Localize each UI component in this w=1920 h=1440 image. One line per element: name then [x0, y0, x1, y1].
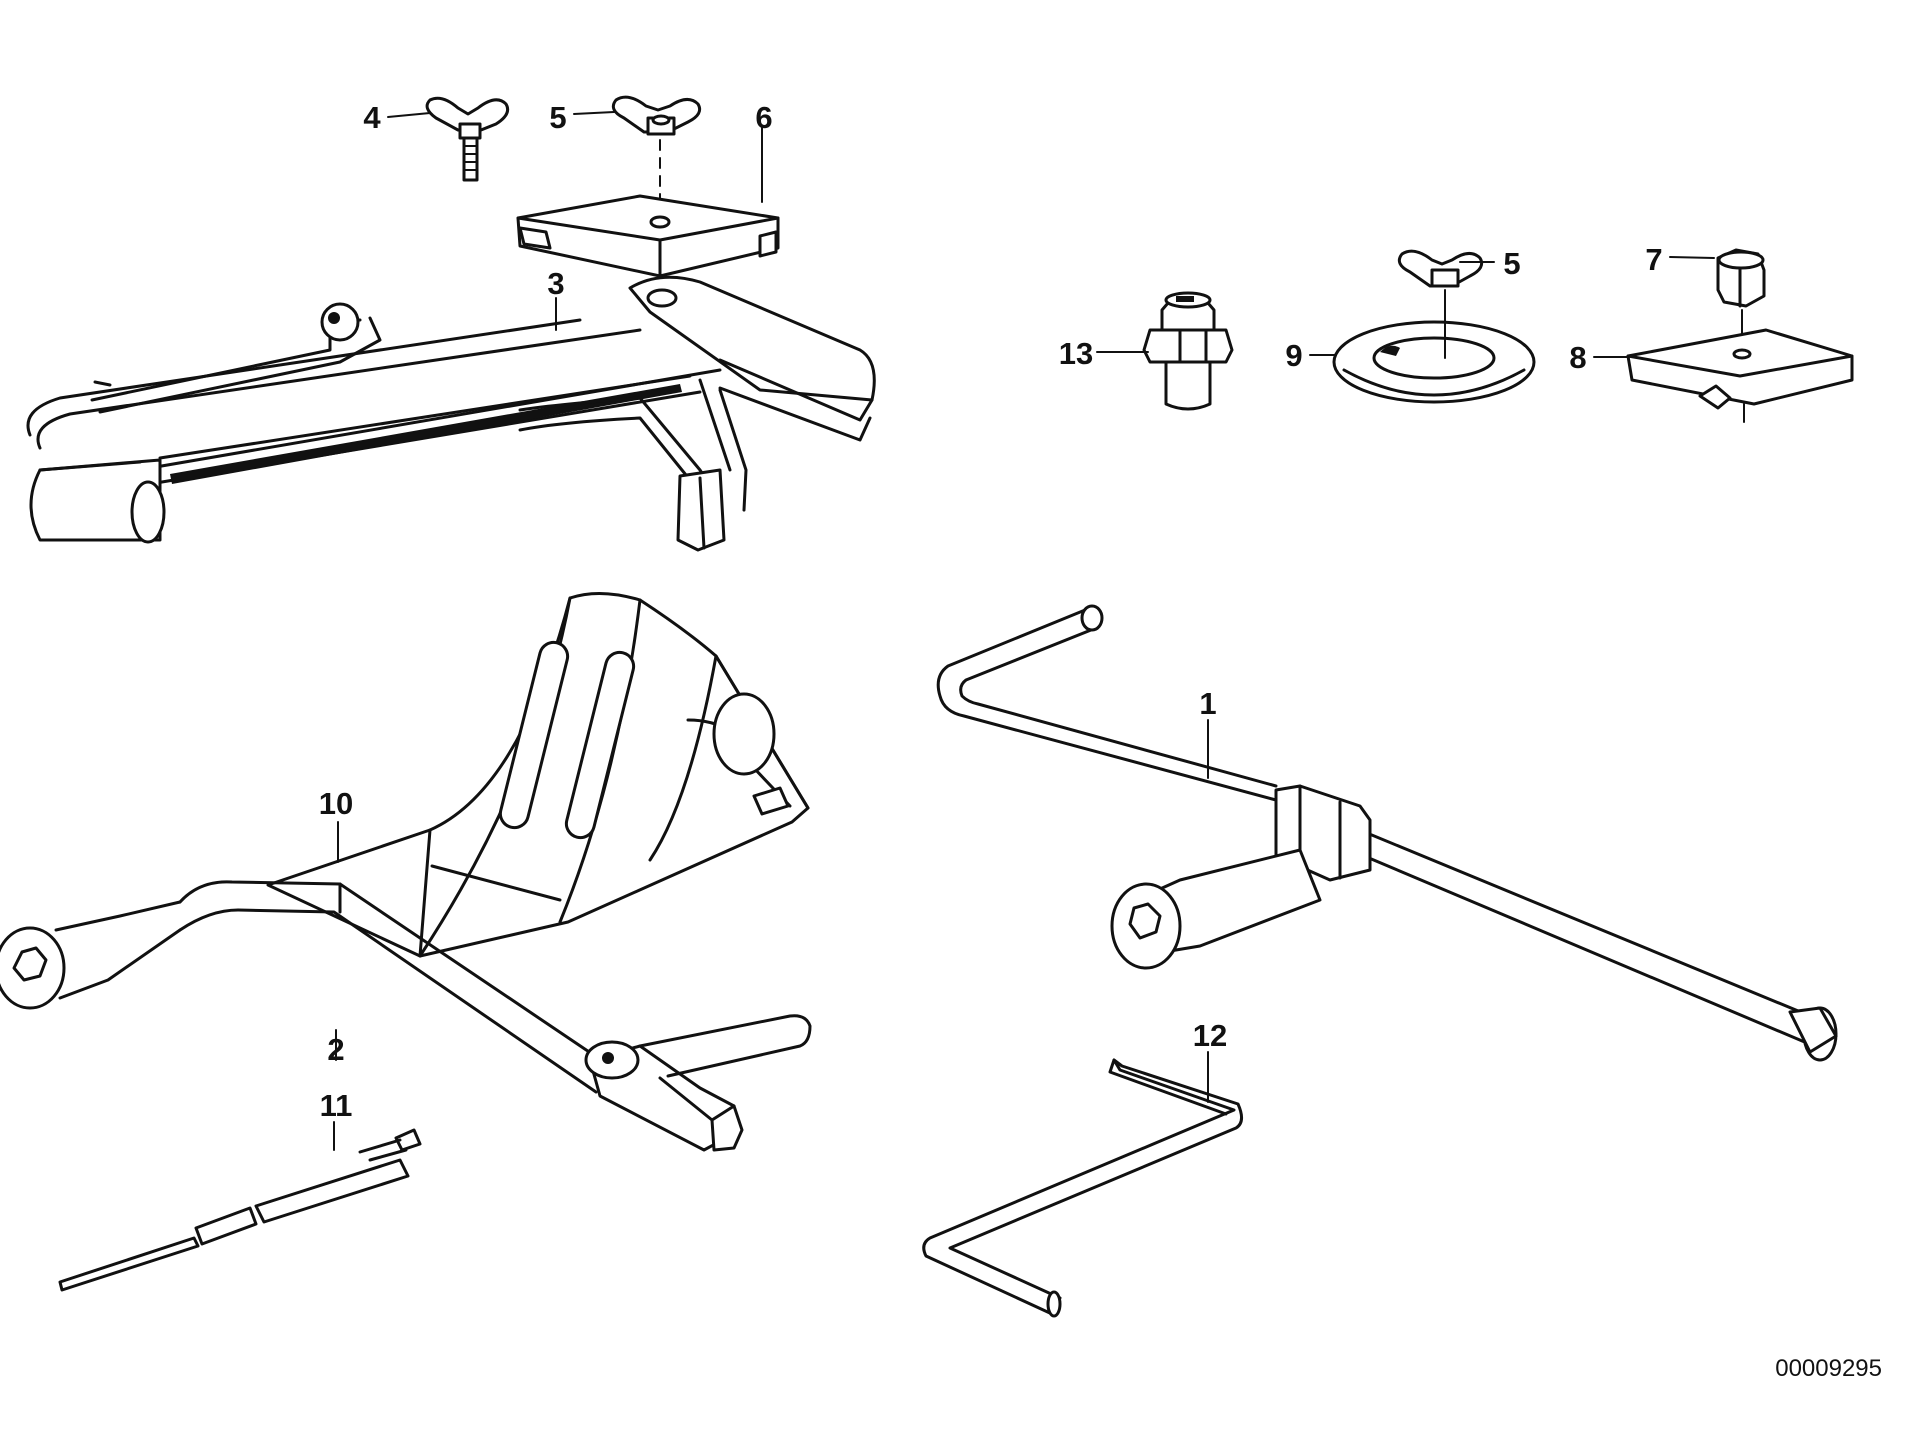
- callout-12: 12: [1193, 1018, 1227, 1053]
- callout-2: 2: [327, 1032, 344, 1067]
- mounting-plate-part-8: [1626, 328, 1854, 423]
- document-number: 00009295: [1775, 1355, 1882, 1382]
- callout-3: 3: [547, 266, 564, 301]
- leader-line-4: [387, 112, 431, 118]
- clamp-plate-part-6: [516, 194, 780, 278]
- callout-5b: 5: [1503, 246, 1520, 281]
- wing-nut-part-5b: [1397, 249, 1484, 288]
- callout-9: 9: [1285, 338, 1302, 373]
- wing-bolt-part-4: [425, 96, 510, 182]
- callout-11: 11: [320, 1088, 353, 1123]
- leader-line-7: [1669, 256, 1715, 259]
- ring-washer-part-9: [1332, 320, 1536, 404]
- bolt-part-13: [1142, 291, 1234, 411]
- hex-nut-part-7: [1716, 248, 1766, 308]
- callout-10: 10: [319, 786, 353, 821]
- leader-line-5a: [573, 111, 615, 115]
- callout-6: 6: [755, 100, 772, 135]
- callout-5a: 5: [549, 100, 566, 135]
- allen-key-part-12: [922, 1058, 1243, 1318]
- wheel-chock-part-10: [266, 591, 810, 958]
- callout-13: 13: [1059, 336, 1093, 371]
- cross-wrench-part-1: [936, 604, 1838, 1062]
- callout-7: 7: [1645, 242, 1662, 277]
- wing-nut-part-5a: [611, 95, 702, 136]
- callout-1: 1: [1199, 686, 1216, 721]
- lug-wrench-part-2: [0, 880, 812, 1152]
- callout-4: 4: [363, 100, 381, 135]
- callout-8: 8: [1569, 340, 1586, 375]
- jack-part-3: [26, 275, 876, 552]
- driver-bits-part-11: [58, 1128, 422, 1292]
